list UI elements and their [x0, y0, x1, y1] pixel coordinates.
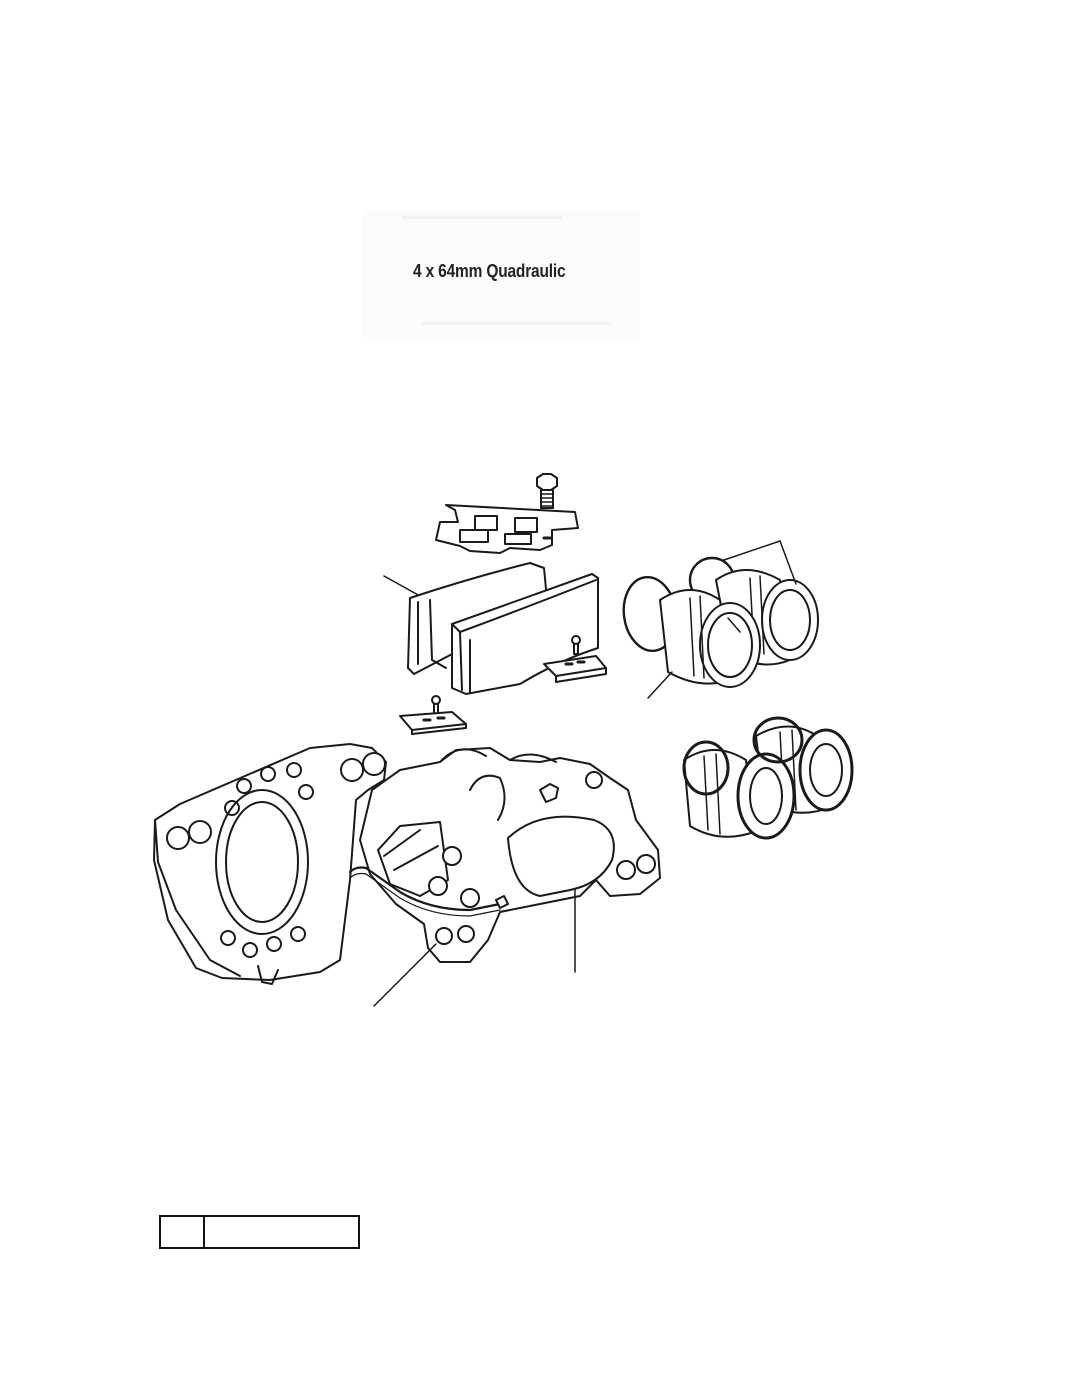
caliper-body: [348, 747, 661, 963]
leader-line-pads: [383, 575, 421, 597]
piston-lower-front: [683, 749, 796, 840]
leader-line-seals-c: [727, 617, 741, 633]
top-bolt: [536, 473, 558, 509]
leader-line-mounting-ear: [373, 943, 437, 1007]
pad-pin-right: [571, 635, 581, 655]
leader-line-piston: [647, 671, 673, 699]
pad-pin-left: [431, 695, 441, 715]
footer-cell-description: [205, 1217, 358, 1247]
anti-rattle-shim-right: [543, 655, 607, 683]
mounting-bracket: [153, 743, 387, 985]
anti-rattle-shim-left: [399, 711, 467, 735]
brake-pad-front: [451, 573, 599, 695]
footer-table: [159, 1215, 360, 1249]
footer-cell-number: [161, 1217, 205, 1247]
piston-seal-ring-lower-right: [752, 716, 804, 764]
piston-seal-ring-lower-left: [682, 740, 730, 796]
pad-retaining-plate: [435, 504, 579, 554]
leader-line-seals-a: [723, 540, 781, 561]
piston-lower-rear: [755, 725, 854, 814]
leader-line-seals-b: [779, 540, 797, 585]
title-backdrop: [362, 210, 640, 338]
piston-upper-front: [659, 589, 761, 688]
diagram-title: 4 x 64mm Quadraulic: [413, 261, 566, 281]
